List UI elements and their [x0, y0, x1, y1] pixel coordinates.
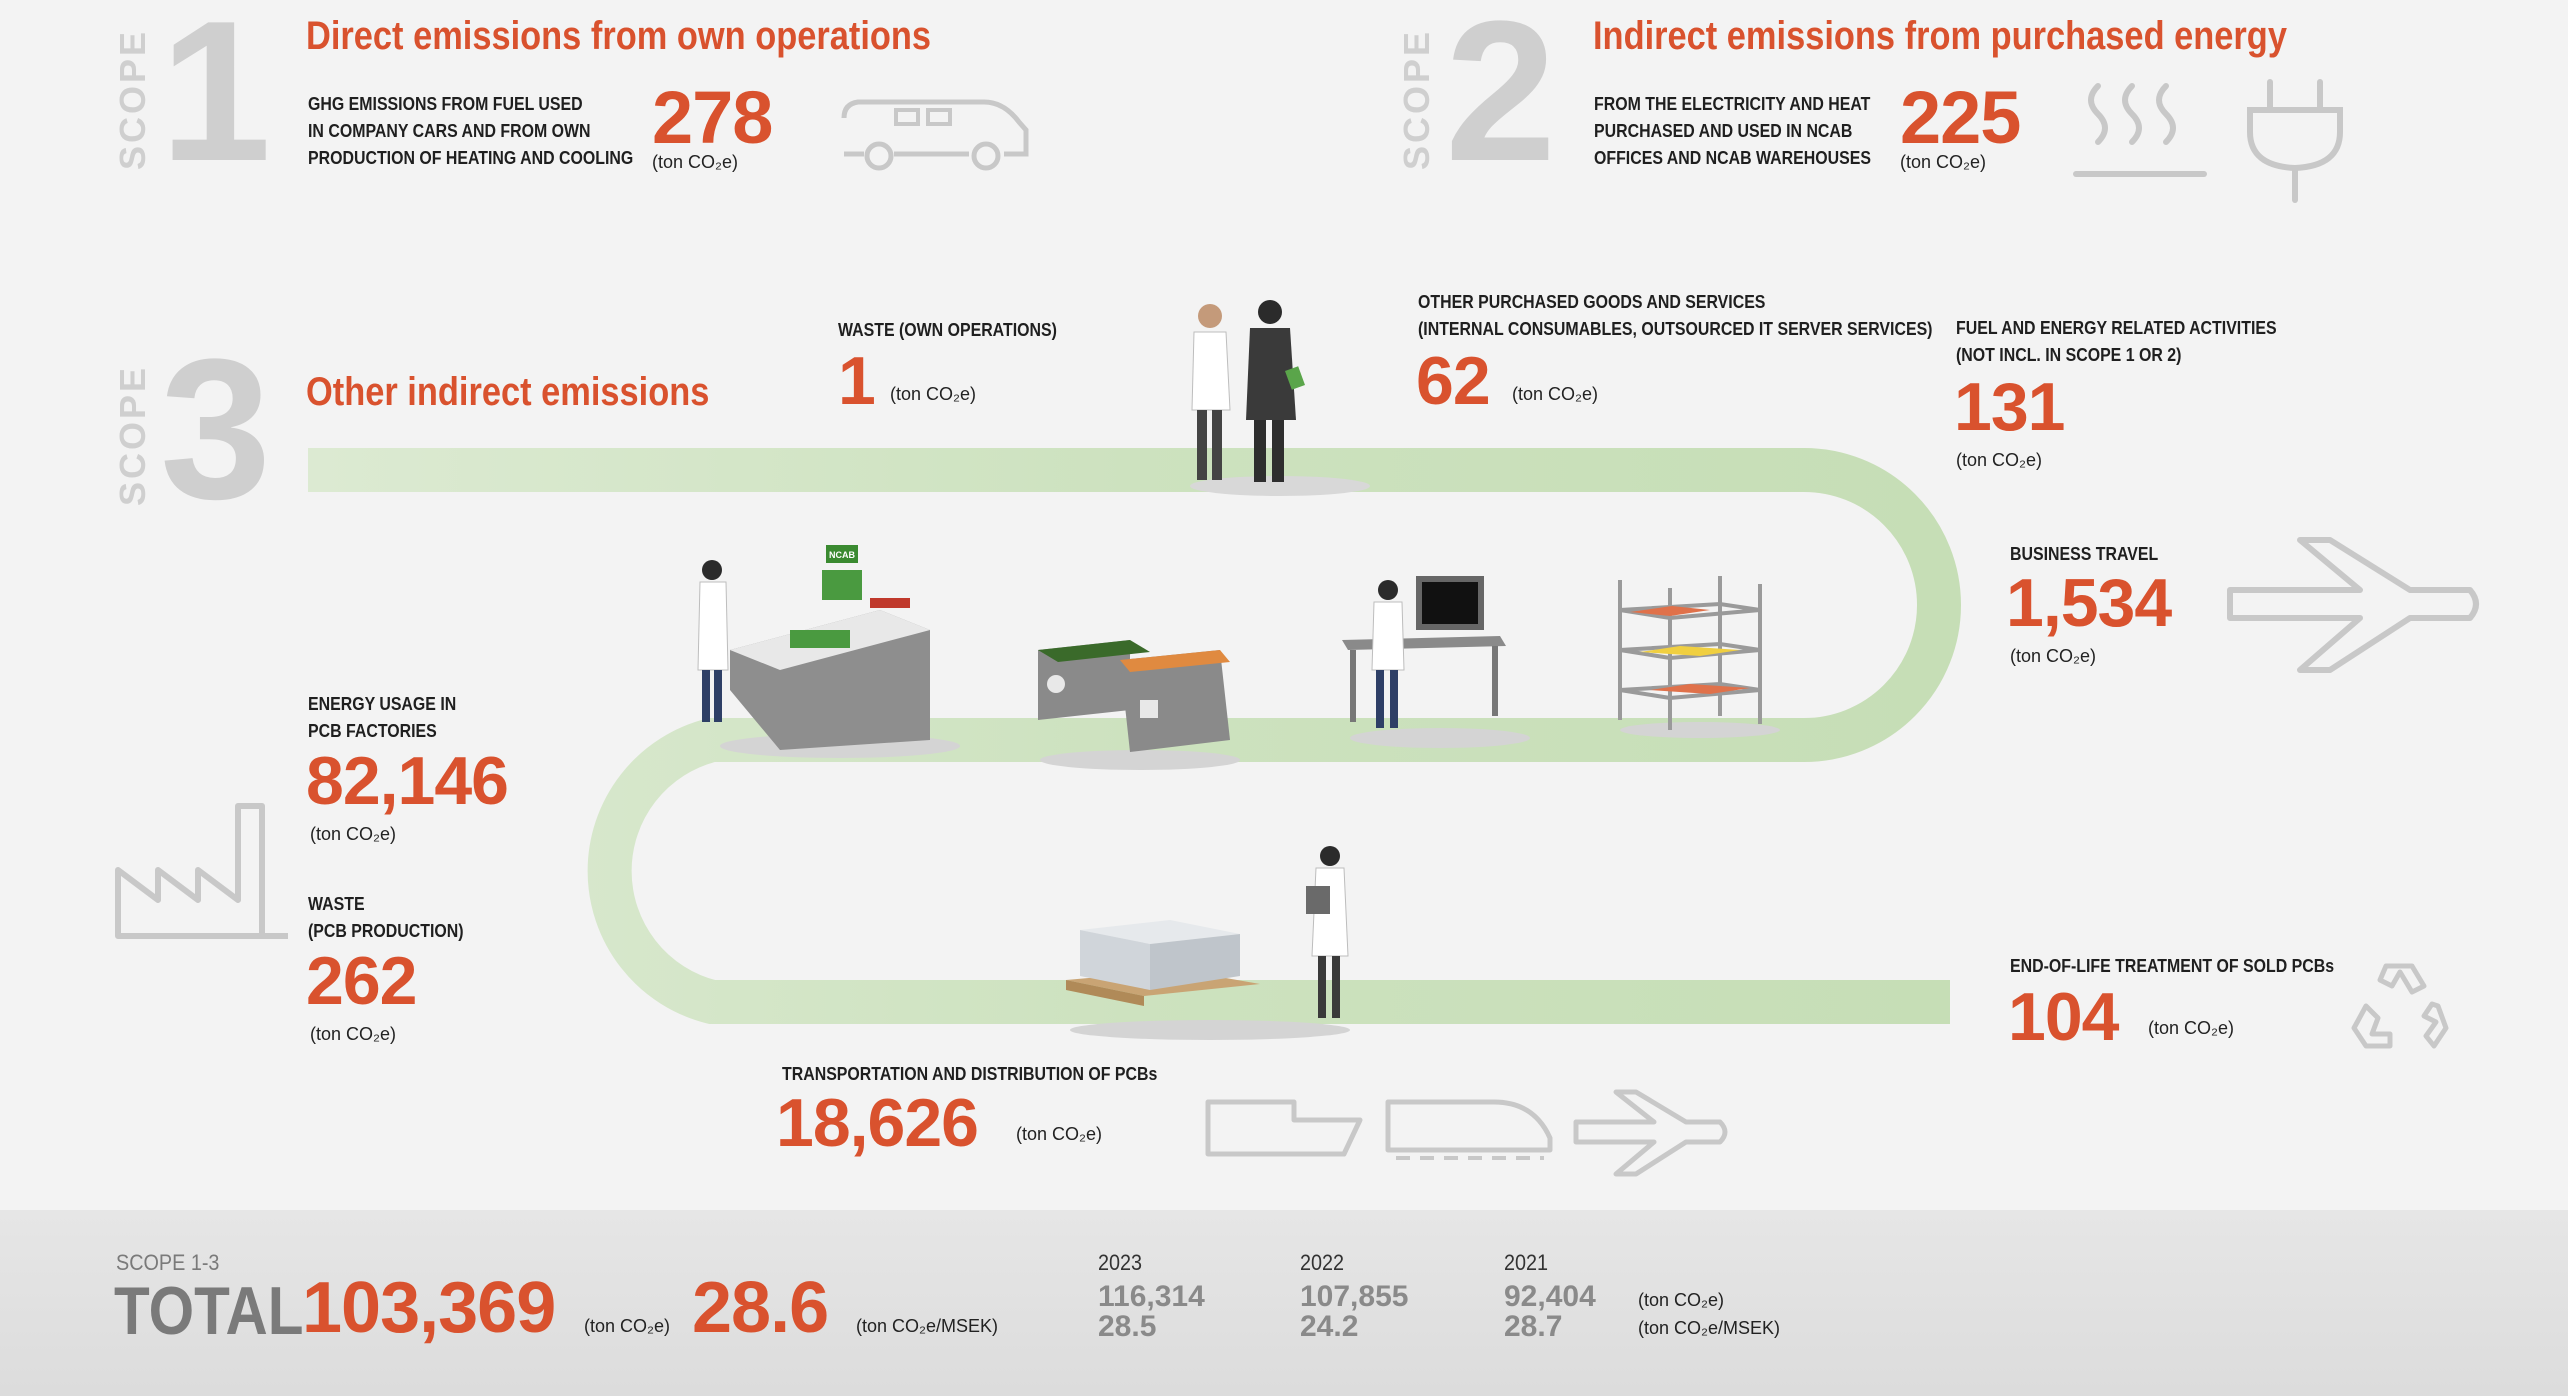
transport-value: 18,626: [776, 1085, 979, 1161]
purchased-goods-unit: (ton CO₂e): [1512, 384, 1599, 404]
fuel-energy-label: FUEL AND ENERGY RELATED ACTIVITIES (NOT …: [1956, 317, 2277, 365]
waste-own-label: WASTE (OWN OPERATIONS): [838, 319, 1057, 340]
scope3-heading: Other indirect emissions: [306, 370, 710, 414]
history-2023: 2023 116,314 28.5: [1098, 1250, 1205, 1343]
scope3-number: 3: [160, 318, 272, 541]
train-icon: [1385, 1099, 1553, 1160]
totals-footer: [0, 1210, 2568, 1396]
car-icon: [841, 99, 1029, 171]
warehouse-shelf: [1618, 576, 1780, 738]
scope1-value: 278: [652, 76, 773, 159]
scope2-label: FROM THE ELECTRICITY AND HEAT PURCHASED …: [1594, 93, 1871, 168]
waste-pcb-unit: (ton CO₂e): [310, 1024, 397, 1044]
scope1-unit: (ton CO₂e): [652, 152, 739, 172]
energy-pcb-value: 82,146: [306, 743, 509, 819]
scope2-unit: (ton CO₂e): [1900, 152, 1987, 172]
computer-worker: [1342, 576, 1530, 748]
end-of-life-label: END-OF-LIFE TREATMENT OF SOLD PCBs: [2010, 955, 2335, 976]
waste-pcb-value: 262: [306, 943, 417, 1019]
end-of-life-unit: (ton CO₂e): [2148, 1018, 2235, 1038]
value-chain-path: [308, 448, 1961, 1024]
total-intensity: 28.6: [692, 1268, 829, 1348]
airplane-small-icon: [1573, 1089, 1728, 1177]
business-travel-label: BUSINESS TRAVEL: [2010, 543, 2159, 564]
total-scope-label: SCOPE 1-3: [116, 1250, 220, 1275]
plug-icon: [2247, 79, 2343, 203]
energy-pcb-label: ENERGY USAGE IN PCB FACTORIES: [308, 693, 457, 741]
ship-icon: [1205, 1099, 1363, 1157]
history-2021: 2021 92,404 28.7: [1504, 1250, 1596, 1343]
energy-pcb-unit: (ton CO₂e): [310, 824, 397, 844]
scope1-label: GHG EMISSIONS FROM FUEL USED IN COMPANY …: [308, 93, 634, 168]
waste-pcb-label: WASTE (PCB PRODUCTION): [308, 893, 464, 941]
airplane-icon: [2227, 537, 2479, 673]
fuel-energy-value: 131: [1954, 369, 2065, 445]
pcb-factory-machine: NCAB: [697, 545, 960, 758]
scope2-heading: Indirect emissions from purchased energy: [1593, 14, 2287, 58]
business-travel-unit: (ton CO₂e): [2010, 646, 2097, 666]
history-units: (ton CO₂e) (ton CO₂e/MSEK): [1638, 1290, 1781, 1338]
total-unit: (ton CO₂e): [584, 1316, 671, 1336]
transport-label: TRANSPORTATION AND DISTRIBUTION OF PCBs: [782, 1063, 1158, 1084]
end-of-life-value: 104: [2008, 979, 2119, 1055]
scope2-number: 2: [1445, 0, 1557, 203]
scope1-heading: Direct emissions from own operations: [306, 14, 932, 58]
waste-bins: [1038, 640, 1240, 770]
two-people-figure: [1190, 300, 1370, 496]
purchased-goods-label: OTHER PURCHASED GOODS AND SERVICES (INTE…: [1418, 291, 1933, 339]
scope1-number: 1: [160, 0, 272, 203]
machine-sign: NCAB: [829, 550, 855, 560]
history-2022: 2022 107,855 24.2: [1300, 1250, 1409, 1343]
purchased-goods-value: 62: [1416, 343, 1491, 419]
scope2-value: 225: [1900, 76, 2021, 159]
factory-icon: [115, 803, 288, 939]
pallet-and-worker: [1066, 846, 1350, 1040]
total-value: 103,369: [302, 1268, 556, 1348]
waste-own-value: 1: [838, 343, 876, 419]
transport-unit: (ton CO₂e): [1016, 1124, 1103, 1144]
heat-icon: [2073, 83, 2207, 177]
total-title: TOTAL: [114, 1273, 304, 1349]
business-travel-value: 1,534: [2006, 565, 2172, 641]
recycle-icon: [2351, 963, 2449, 1049]
waste-own-unit: (ton CO₂e): [890, 384, 977, 404]
fuel-energy-unit: (ton CO₂e): [1956, 450, 2043, 470]
total-intensity-unit: (ton CO₂e/MSEK): [856, 1316, 999, 1336]
